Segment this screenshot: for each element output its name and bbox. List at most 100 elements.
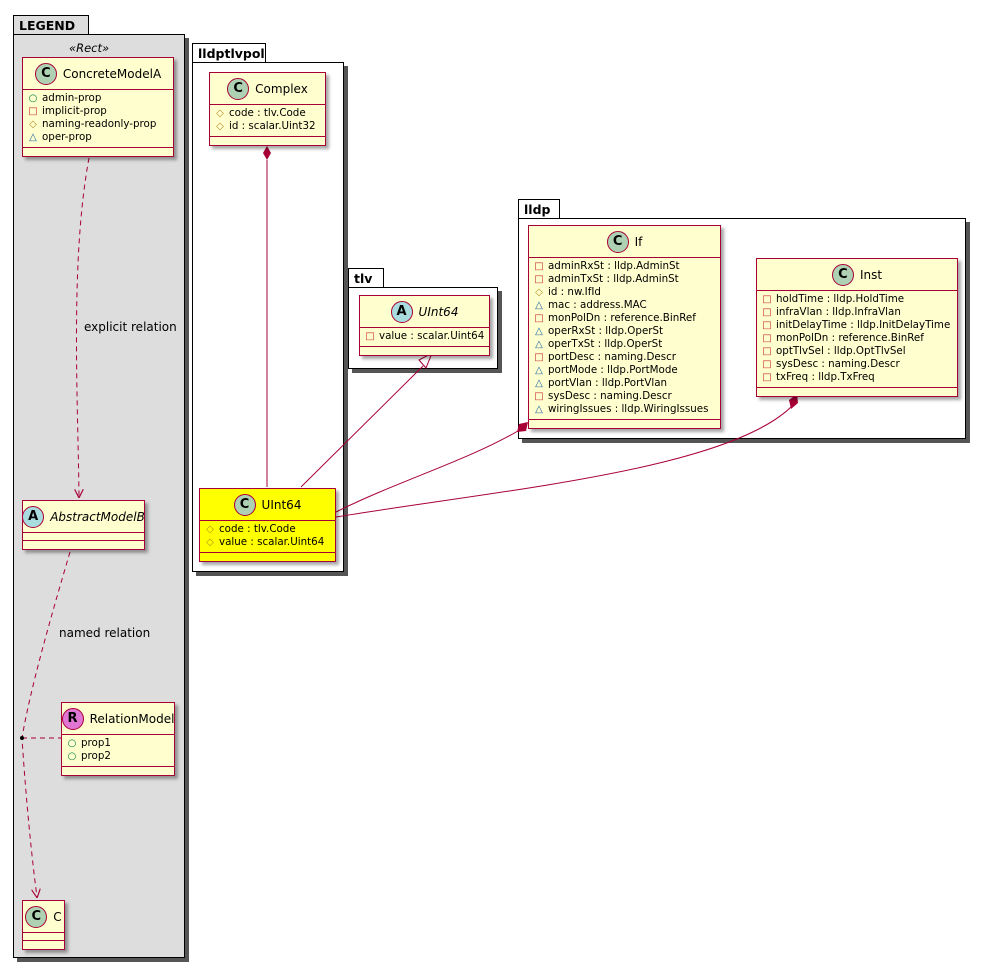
priv-visibility-icon: □ xyxy=(534,261,544,272)
class-attribute: ◇ value : scalar.Uint64 xyxy=(205,536,330,549)
class-attributes: ○admin-prop□implicit-prop◇naming-readonl… xyxy=(23,90,173,148)
attribute-text: operRxSt : lldp.OperSt xyxy=(548,325,664,337)
class-attribute: □ sysDesc : naming.Descr xyxy=(534,390,715,403)
class-attribute: ○ prop1 xyxy=(67,737,169,750)
class-operations xyxy=(23,941,64,949)
prot-visibility-icon: ◇ xyxy=(206,537,214,548)
class-attribute: □ optTlvSel : lldp.OptTlvSel xyxy=(762,345,952,358)
named-relation-label: named relation xyxy=(59,626,151,640)
attribute-text: txFreq : lldp.TxFreq xyxy=(776,371,875,383)
priv-visibility-icon: □ xyxy=(762,346,772,357)
prot-visibility-icon: ◇ xyxy=(29,119,37,130)
attribute-text: sysDesc : naming.Descr xyxy=(548,390,672,402)
attribute-text: holdTime : lldp.HoldTime xyxy=(776,293,905,305)
pkgv-visibility-icon: △ xyxy=(535,404,543,415)
class-name: If xyxy=(634,234,643,249)
class-tlv-uint64: A UInt64 □value : scalar.Uint64 xyxy=(359,295,490,356)
class-attribute: □monPolDn : reference.BinRef xyxy=(762,332,952,345)
class-attribute: □ adminRxSt : lldp.AdminSt xyxy=(534,260,715,273)
attribute-text: monPolDn : reference.BinRef xyxy=(548,312,696,324)
class-attribute: ○prop2 xyxy=(67,750,169,763)
class-attribute: ◇code : tlv.Code xyxy=(205,523,330,536)
class-attribute: △portMode : lldp.PortMode xyxy=(534,364,715,377)
attribute-text: initDelayTime : lldp.InitDelayTime xyxy=(776,319,951,331)
class-attribute: □portDesc : naming.Descr xyxy=(534,351,715,364)
priv-visibility-icon: □ xyxy=(762,320,772,331)
class-attributes xyxy=(23,533,144,541)
pub-visibility-icon: ○ xyxy=(28,93,38,104)
class-operations xyxy=(210,137,325,145)
class-attributes: ○ prop1○prop2 xyxy=(62,735,174,767)
attribute-text: code : tlv.Code xyxy=(219,523,296,535)
pub-visibility-icon: ○ xyxy=(67,738,77,749)
class-badge-icon: C xyxy=(25,905,48,928)
pkgv-visibility-icon: △ xyxy=(535,378,543,389)
pkgv-visibility-icon: △ xyxy=(29,132,37,143)
priv-visibility-icon: □ xyxy=(534,313,544,324)
priv-visibility-icon: □ xyxy=(762,333,772,344)
class-operations xyxy=(62,767,174,775)
class-header: C If xyxy=(529,226,720,258)
class-attribute: ◇id : nw.IfId xyxy=(534,286,715,299)
class-attribute: △ portVlan : lldp.PortVlan xyxy=(534,377,715,390)
lldptlvpol-package-title: lldptlvpol xyxy=(192,43,266,63)
legend-package: LEGEND «Rect» xyxy=(13,15,185,958)
class-attribute: ○admin-prop xyxy=(28,92,168,105)
attribute-text: id : scalar.Uint32 xyxy=(229,120,316,132)
abstract-class-badge-icon: A xyxy=(22,505,45,528)
prot-visibility-icon: ◇ xyxy=(535,287,543,298)
attribute-text: optTlvSel : lldp.OptTlvSel xyxy=(776,345,906,357)
class-name: UInt64 xyxy=(261,497,302,512)
class-attribute: □value : scalar.Uint64 xyxy=(365,330,484,343)
class-attribute: △operTxSt : lldp.OperSt xyxy=(534,338,715,351)
class-name: C xyxy=(53,909,62,924)
class-name: Complex xyxy=(255,81,308,96)
attribute-text: oper-prop xyxy=(42,131,92,143)
class-header: A UInt64 xyxy=(360,296,489,328)
pkgv-visibility-icon: △ xyxy=(535,365,543,376)
attribute-text: portDesc : naming.Descr xyxy=(548,351,676,363)
class-operations xyxy=(757,388,957,396)
priv-visibility-icon: □ xyxy=(28,106,38,117)
explicit-relation-label: explicit relation xyxy=(84,320,177,334)
class-attribute: □sysDesc : naming.Descr xyxy=(762,358,952,371)
class-name: UInt64 xyxy=(418,304,459,319)
legend-package-title: LEGEND xyxy=(13,15,89,35)
priv-visibility-icon: □ xyxy=(762,359,772,370)
legend-package-body xyxy=(13,34,185,958)
pkgv-visibility-icon: △ xyxy=(535,326,543,337)
class-attribute: □holdTime : lldp.HoldTime xyxy=(762,293,952,306)
priv-visibility-icon: □ xyxy=(534,391,544,402)
lldp-package-title: lldp xyxy=(518,199,560,219)
class-attribute: △wiringIssues : lldp.WiringIssues xyxy=(534,403,715,416)
class-attributes: □value : scalar.Uint64 xyxy=(360,328,489,347)
abstract-class-badge-icon: A xyxy=(390,300,413,323)
class-badge-icon: C xyxy=(34,62,57,85)
attribute-text: portVlan : lldp.PortVlan xyxy=(548,377,668,389)
class-header: C Complex xyxy=(210,73,325,105)
attribute-text: prop1 xyxy=(81,737,111,749)
attribute-text: code : tlv.Code xyxy=(229,107,306,119)
class-badge-icon: C xyxy=(831,263,854,286)
class-badge-icon: C xyxy=(227,77,250,100)
class-attributes: □adminRxSt : lldp.AdminSt□adminTxSt : ll… xyxy=(529,258,720,420)
pub-visibility-icon: ○ xyxy=(67,751,77,762)
class-attribute: △ oper-prop xyxy=(28,131,168,144)
class-name: AbstractModelB xyxy=(50,509,145,524)
class-badge-icon: C xyxy=(606,230,629,253)
attribute-text: adminRxSt : lldp.AdminSt xyxy=(548,260,680,272)
class-attribute: □txFreq : lldp.TxFreq xyxy=(762,371,952,384)
attribute-text: value : scalar.Uint64 xyxy=(219,536,325,548)
class-attribute: □ monPolDn : reference.BinRef xyxy=(534,312,715,325)
attribute-text: operTxSt : lldp.OperSt xyxy=(548,338,663,350)
class-attributes: ◇code : tlv.Code◇id : scalar.Uint32 xyxy=(210,105,325,137)
priv-visibility-icon: □ xyxy=(534,274,544,285)
class-attributes: ◇code : tlv.Code◇ value : scalar.Uint64 xyxy=(200,521,335,553)
